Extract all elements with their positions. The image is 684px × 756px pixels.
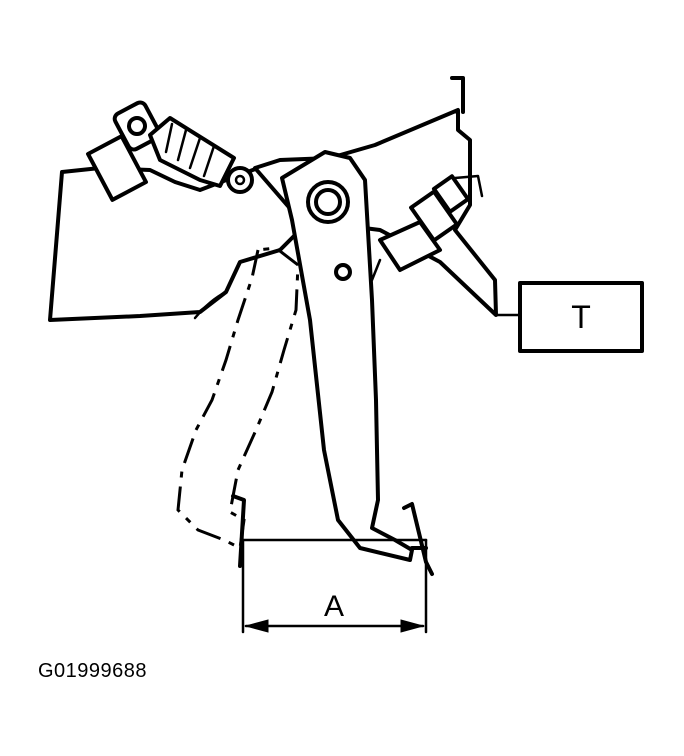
- figure-id: G01999688: [38, 660, 148, 682]
- dimension-a: A: [241, 538, 428, 634]
- label-t-callout: T: [494, 281, 644, 353]
- pedal-pad: [231, 494, 434, 576]
- label-t: T: [571, 299, 591, 335]
- mounting-bracket: [48, 166, 302, 322]
- stop-lamp-switch: [370, 174, 484, 282]
- push-rod-boot: [86, 100, 254, 202]
- label-a: A: [324, 590, 344, 623]
